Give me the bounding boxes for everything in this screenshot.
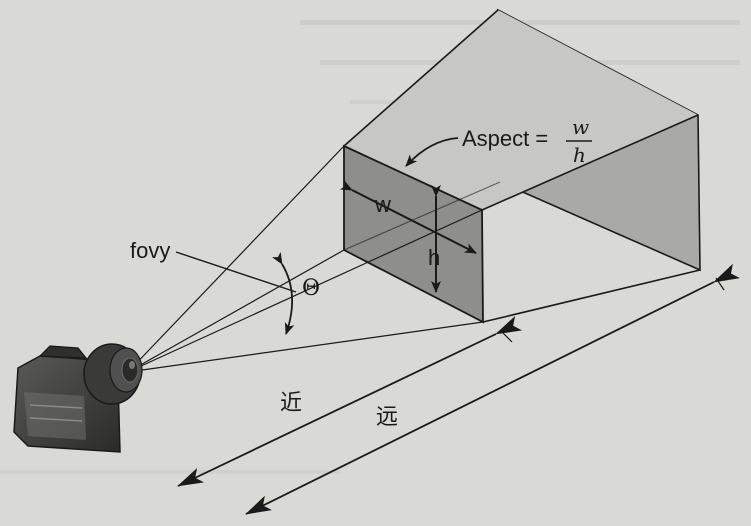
far-label: 远: [376, 404, 398, 429]
near-label: 近: [280, 390, 302, 415]
aspect-denominator: h: [573, 143, 586, 167]
height-label: h: [428, 245, 440, 270]
camera-side-panel: [24, 392, 86, 440]
aspect-pointer: [405, 137, 459, 167]
far-distance-arrow: [245, 263, 740, 515]
camera-icon: [13, 343, 143, 453]
aspect-annotation: Aspect = w h: [405, 115, 592, 167]
frustum-top-face: [344, 10, 698, 210]
camera-viewfinder: [38, 345, 88, 359]
width-arrow: [339, 180, 477, 254]
aspect-numerator: w: [572, 115, 589, 139]
theta-label: Θ: [302, 276, 320, 301]
width-label: w: [374, 192, 391, 217]
aspect-prefix: Aspect =: [462, 126, 548, 151]
camera-lens-glass: [121, 357, 139, 383]
distance-arrows: 近 远: [177, 263, 740, 515]
fovy-label: fovy: [130, 238, 170, 263]
